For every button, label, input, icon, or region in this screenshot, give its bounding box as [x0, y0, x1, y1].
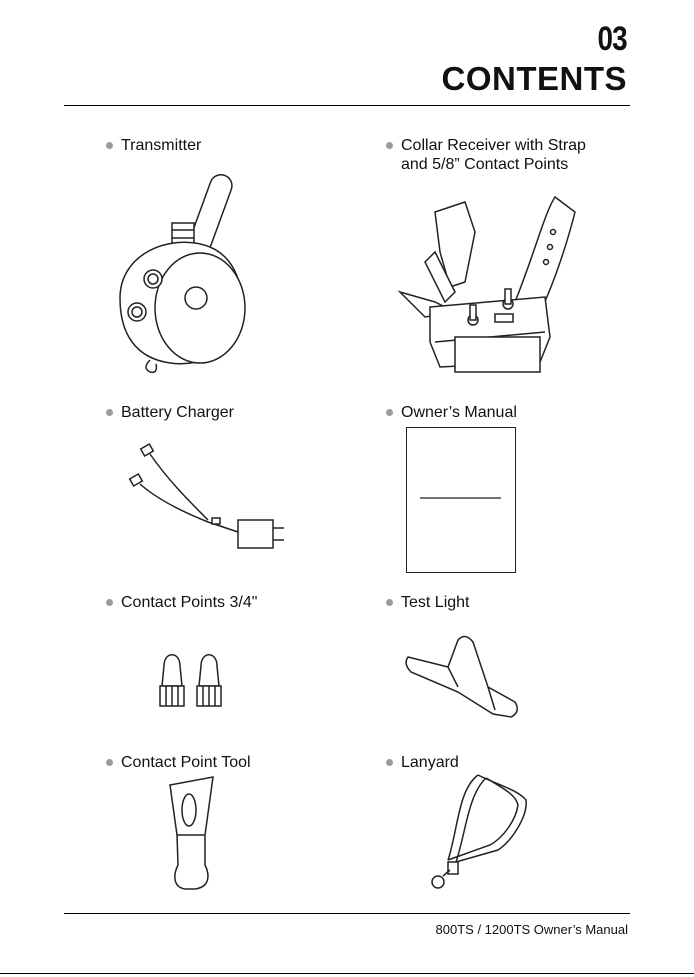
- page-number: 03: [598, 20, 627, 59]
- bullet-icon: [106, 759, 113, 766]
- header-rule: [64, 105, 630, 106]
- lanyard-icon: [418, 770, 533, 898]
- bullet-icon: [386, 142, 393, 149]
- list-item-transmitter: Transmitter: [106, 136, 201, 155]
- bullet-icon: [106, 599, 113, 606]
- item-label: Test Light: [386, 593, 469, 612]
- list-item-collar-receiver: Collar Receiver with Strap and 5/8” Cont…: [386, 136, 586, 174]
- bullet-icon: [386, 409, 393, 416]
- item-label: Battery Charger: [106, 403, 234, 422]
- battery-charger-icon: [128, 440, 293, 555]
- owners-manual-icon: [406, 427, 516, 573]
- test-light-icon: [403, 632, 523, 722]
- contact-point-tool-icon: [165, 775, 220, 893]
- item-label: Owner’s Manual: [386, 403, 517, 422]
- bullet-icon: [386, 599, 393, 606]
- bullet-icon: [106, 142, 113, 149]
- footer-rule: [64, 913, 630, 914]
- list-item-battery-charger: Battery Charger: [106, 403, 234, 422]
- item-label: Contact Point Tool: [106, 753, 251, 772]
- contact-points-icon: [155, 646, 230, 711]
- item-label: Collar Receiver with Strap and 5/8” Cont…: [386, 136, 586, 174]
- list-item-contact-point-tool: Contact Point Tool: [106, 753, 251, 772]
- page-bottom-line: [0, 973, 694, 974]
- collar-receiver-icon: [395, 192, 585, 387]
- bullet-icon: [386, 759, 393, 766]
- page-title: CONTENTS: [442, 60, 628, 98]
- footer-text: 800TS / 1200TS Owner’s Manual: [436, 922, 628, 937]
- transmitter-icon: [110, 168, 250, 378]
- bullet-icon: [106, 409, 113, 416]
- list-item-test-light: Test Light: [386, 593, 469, 612]
- list-item-owners-manual: Owner’s Manual: [386, 403, 517, 422]
- item-label: Contact Points 3/4": [106, 593, 257, 612]
- list-item-contact-points: Contact Points 3/4": [106, 593, 257, 612]
- item-label: Transmitter: [106, 136, 201, 155]
